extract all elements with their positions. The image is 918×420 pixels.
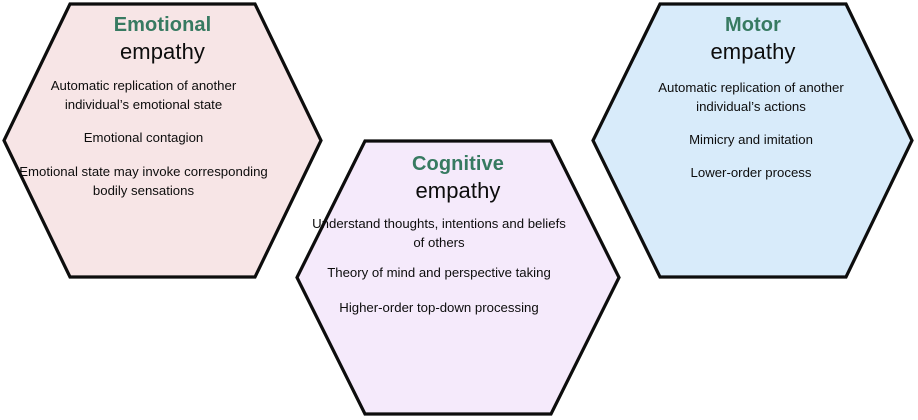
hexagon-emotional-shape xyxy=(2,2,323,279)
hexagon-emotional-title: Emotional xyxy=(113,14,212,36)
hexagon-cognitive-point-1: Understand thoughts, intentions and beli… xyxy=(312,216,566,250)
hexagon-motor-title: Motor xyxy=(724,14,782,36)
hexagon-motor-polygon xyxy=(591,2,914,279)
hexagon-cognitive-subtitle: empathy xyxy=(415,177,501,203)
hexagon-emotional-point-1: Automatic replication of another individ… xyxy=(50,78,237,112)
hexagon-motor-point-2: Mimicry and imitation xyxy=(689,131,813,147)
hexagon-motor-point-1: Automatic replication of another individ… xyxy=(658,80,844,114)
hexagon-emotional-empathy[interactable]: Emotional empathy Automatic replication … xyxy=(0,0,325,281)
hexagon-emotional-point-3: Emotional state may invoke corresponding… xyxy=(19,164,268,199)
hexagon-emotional-content: Emotional empathy Automatic replication … xyxy=(0,0,325,281)
hexagon-emotional-subtitle: empathy xyxy=(119,38,206,64)
hexagon-cognitive-point-2: Theory of mind and perspective taking xyxy=(327,264,551,280)
hexagon-cognitive-point-3: Higher-order top-down processing xyxy=(339,300,539,316)
hexagon-motor-point-3: Lower-order process xyxy=(690,165,812,181)
hexagon-cognitive-title: Cognitive xyxy=(411,153,504,175)
hexagon-motor-empathy[interactable]: Motor empathy Automatic replication of a… xyxy=(590,0,916,281)
hexagon-emotional-polygon xyxy=(2,2,323,279)
hexagon-cognitive-content: Cognitive empathy Understand thoughts, i… xyxy=(293,137,623,418)
hexagon-cognitive-polygon xyxy=(295,139,621,416)
hexagon-motor-subtitle: empathy xyxy=(710,38,796,64)
hexagon-motor-content: Motor empathy Automatic replication of a… xyxy=(590,0,916,281)
hexagon-emotional-point-2: Emotional contagion xyxy=(83,129,204,145)
hexagon-motor-shape xyxy=(591,2,914,279)
hexagon-cognitive-shape xyxy=(295,139,621,416)
hexagon-cognitive-empathy[interactable]: Cognitive empathy Understand thoughts, i… xyxy=(293,137,623,418)
